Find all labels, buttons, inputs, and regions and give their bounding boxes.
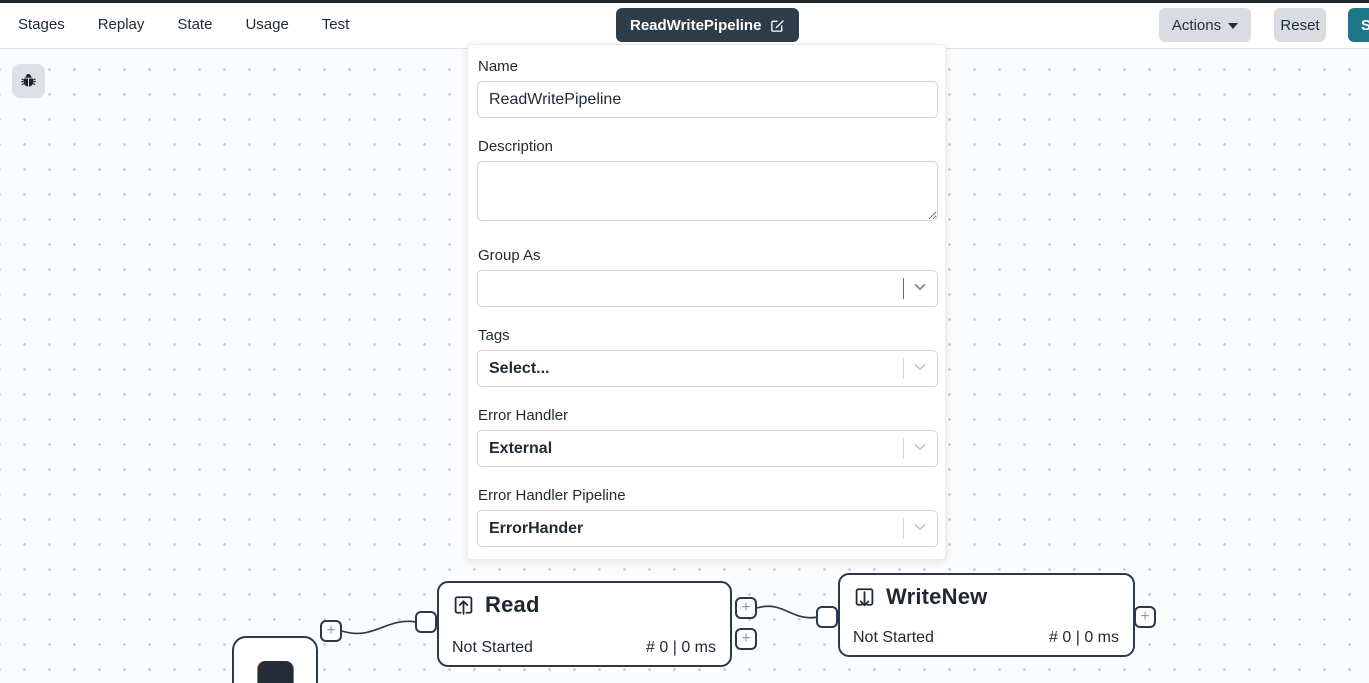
save-button-label: S: [1361, 16, 1369, 34]
reset-button[interactable]: Reset: [1274, 8, 1326, 42]
select-divider: [903, 438, 904, 459]
chevron-down-icon: [911, 437, 929, 460]
select-divider: [903, 278, 904, 299]
name-input[interactable]: [477, 81, 938, 118]
plus-icon: +: [1140, 607, 1150, 625]
writenew-node-output-handle[interactable]: +: [1134, 606, 1156, 628]
select-divider: [903, 358, 904, 379]
actions-button[interactable]: Actions: [1159, 8, 1251, 42]
plus-icon: +: [741, 629, 751, 647]
stage-node-title: WriteNew: [886, 584, 988, 609]
error-handler-pipeline-field-label: Error Handler Pipeline: [478, 487, 626, 504]
caret-down-icon: [1228, 23, 1239, 29]
name-field-label: Name: [478, 58, 519, 75]
box-arrow-down-icon: [853, 585, 876, 609]
actions-button-label: Actions: [1171, 16, 1222, 34]
plus-icon: +: [741, 598, 751, 616]
box-arrow-in-up-icon: [452, 593, 475, 617]
debug-button[interactable]: [12, 64, 45, 98]
stage-status: Not Started: [452, 639, 533, 656]
group-as-field-label: Group As: [478, 247, 541, 264]
nav-tab-usage[interactable]: Usage: [245, 16, 289, 33]
tags-select[interactable]: Select...: [477, 350, 938, 387]
plus-icon: +: [326, 621, 336, 639]
writenew-node-input-handle[interactable]: [816, 606, 838, 628]
nav-tab-state[interactable]: State: [177, 16, 213, 33]
stage-node-title: Read: [485, 592, 540, 617]
nav-tabs: Stages Replay State Usage Test: [18, 0, 349, 49]
error-handler-pipeline-select[interactable]: ErrorHander: [477, 510, 938, 547]
start-node-output-handle[interactable]: +: [320, 620, 342, 642]
read-node-output-handle-1[interactable]: +: [735, 597, 757, 619]
nav-tab-test[interactable]: Test: [321, 16, 350, 33]
nav-tab-replay[interactable]: Replay: [97, 16, 145, 33]
chevron-down-icon: [911, 357, 929, 380]
description-field-label: Description: [478, 138, 554, 155]
read-node-input-handle[interactable]: [415, 611, 437, 633]
pipeline-name-badge[interactable]: ReadWritePipeline: [616, 8, 800, 42]
description-textarea[interactable]: [477, 161, 938, 221]
stop-square-icon: [256, 661, 294, 683]
stage-metrics: # 0 | 0 ms: [646, 639, 716, 656]
stage-metrics: # 0 | 0 ms: [1049, 629, 1119, 646]
stage-status: Not Started: [853, 629, 934, 646]
error-handler-value: External: [489, 439, 553, 457]
top-border-strip: [0, 0, 1369, 3]
pipeline-properties-panel: Name Description Group As Tags Select...…: [467, 44, 946, 560]
pipeline-name-label: ReadWritePipeline: [630, 16, 762, 34]
save-button[interactable]: S: [1348, 8, 1369, 42]
stage-node-read[interactable]: Read Not Started # 0 | 0 ms: [437, 581, 732, 667]
tags-field-label: Tags: [478, 327, 510, 344]
tags-value: Select...: [489, 359, 550, 377]
error-handler-select[interactable]: External: [477, 430, 938, 467]
nav-tab-stages[interactable]: Stages: [18, 16, 65, 33]
reset-button-label: Reset: [1280, 16, 1320, 34]
error-handler-field-label: Error Handler: [478, 407, 569, 424]
start-node[interactable]: [232, 636, 318, 683]
stage-node-writenew[interactable]: WriteNew Not Started # 0 | 0 ms: [838, 573, 1135, 657]
top-navbar: Stages Replay State Usage Test ReadWrite…: [0, 0, 1369, 49]
chevron-down-icon: [911, 277, 929, 300]
chevron-down-icon: [911, 517, 929, 540]
pipeline-canvas[interactable]: + Read Not Started # 0 | 0 ms + +: [0, 44, 1369, 683]
group-as-select[interactable]: [477, 270, 938, 307]
select-divider: [903, 518, 904, 539]
edit-pencil-square-icon: [770, 18, 785, 33]
error-handler-pipeline-value: ErrorHander: [489, 519, 584, 537]
bug-icon: [20, 73, 37, 90]
read-node-output-handle-2[interactable]: +: [735, 628, 757, 650]
